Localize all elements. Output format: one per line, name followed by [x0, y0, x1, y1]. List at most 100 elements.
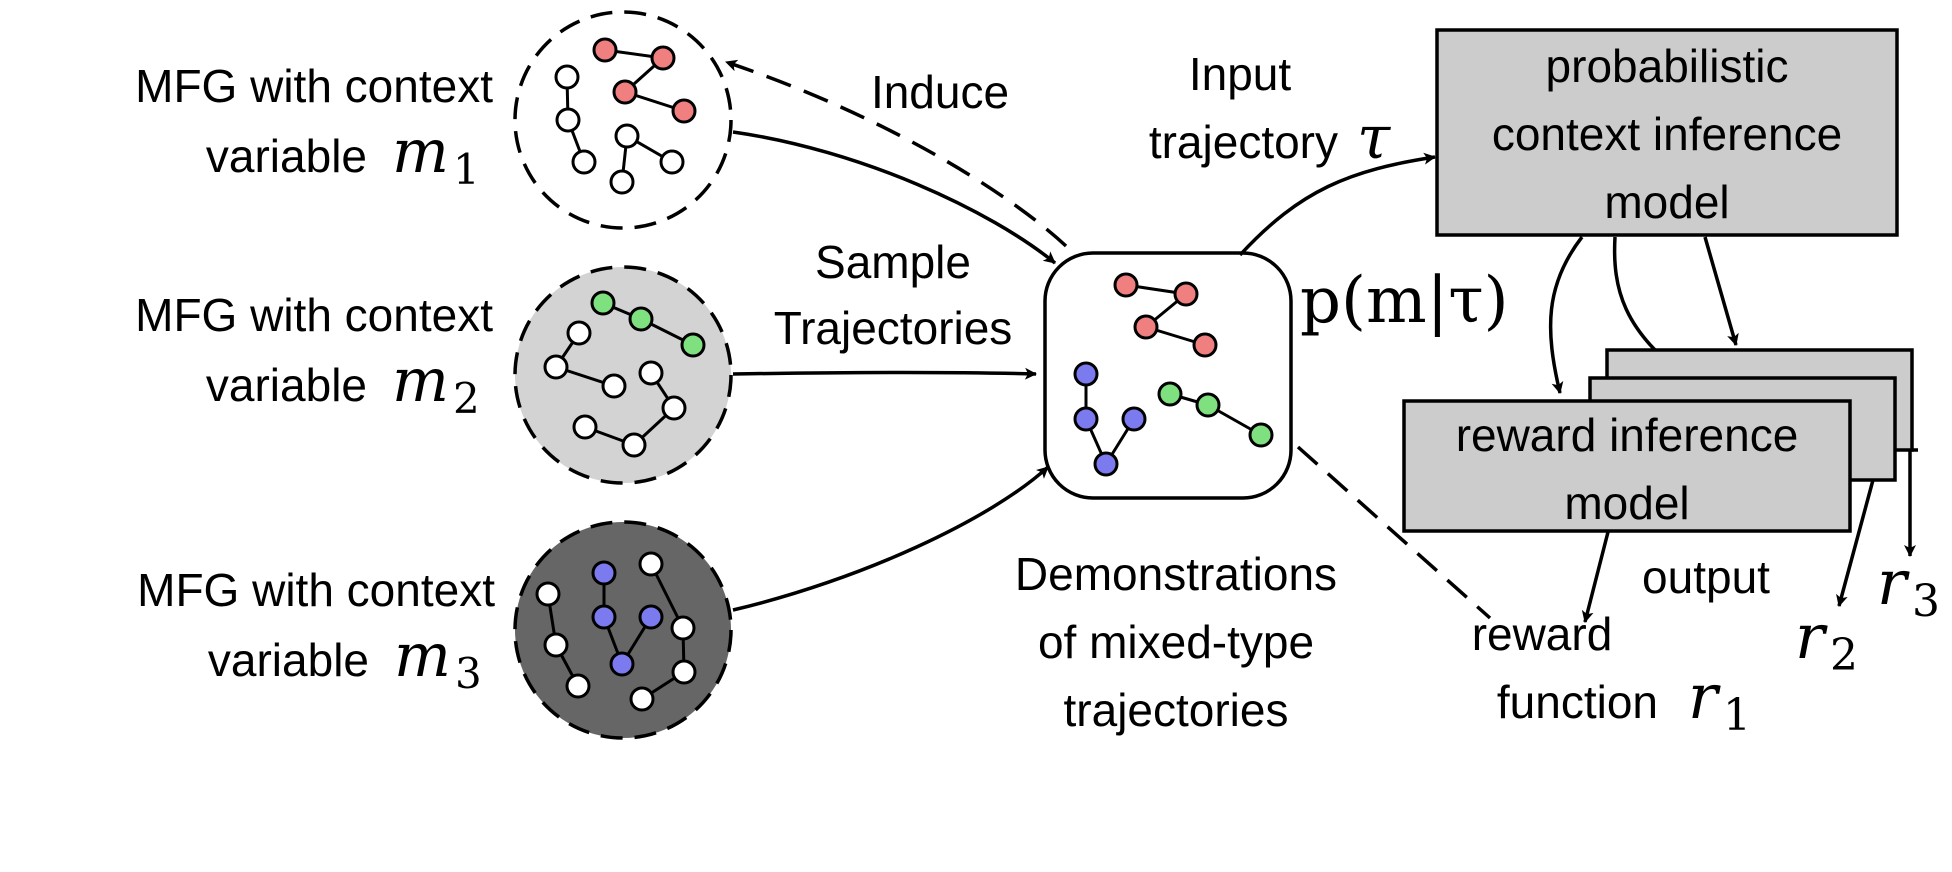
- red-node: [1192, 332, 1218, 358]
- sample-arrow-2: [732, 367, 1037, 380]
- red-node: [1173, 281, 1199, 307]
- red-node: [671, 98, 697, 124]
- reward-model-line2: model: [1564, 477, 1689, 529]
- reward-r3-sub: 3: [1912, 576, 1940, 627]
- reward-function-line1: reward: [1472, 608, 1613, 660]
- sample-arrow-1: [732, 130, 1057, 265]
- white-node: [555, 107, 581, 133]
- white-node: [629, 686, 655, 712]
- mfg-label-3-line1: MFG with context: [137, 564, 495, 616]
- reward-r2-var: r: [1795, 600, 1828, 673]
- posterior-arrow-3: [1703, 236, 1739, 346]
- white-node: [638, 551, 664, 577]
- mfg-group-1-nodes: [554, 37, 697, 195]
- sample-label-line2: Trajectories: [774, 302, 1013, 354]
- white-node: [571, 149, 597, 175]
- mfg-label-1-sub: 1: [453, 145, 480, 194]
- mfg-label-1-line2: variable: [206, 130, 367, 182]
- mfg-label-2-line2: variable: [206, 359, 367, 411]
- context-inference-model-box: [1435, 28, 1899, 237]
- mfg-label-3-sub: 3: [455, 649, 482, 698]
- demonstrations-caption-line3: trajectories: [1064, 684, 1289, 736]
- white-node: [566, 320, 592, 346]
- mfg-label-3-line2: variable: [208, 634, 369, 686]
- posterior-arrow-1: [1548, 235, 1584, 394]
- posterior-label: p(m|τ): [1300, 264, 1509, 338]
- mfg-group-2-nodes: [543, 290, 706, 458]
- input-trajectory-arrow: [1238, 152, 1436, 257]
- white-node: [601, 373, 627, 399]
- input-label-line1: Input: [1189, 48, 1292, 100]
- mfg-label-1: MFG with context variable m 1: [135, 60, 493, 194]
- white-node: [543, 354, 569, 380]
- white-node: [543, 632, 569, 658]
- induce-arrow: [725, 59, 1068, 248]
- green-node: [1248, 422, 1274, 448]
- mfg-label-3: MFG with context variable m 3: [137, 564, 495, 698]
- white-node: [671, 659, 697, 685]
- reward-model-line1: reward inference: [1456, 409, 1799, 461]
- white-node: [554, 64, 580, 90]
- output-arrow-r1: [1581, 531, 1610, 623]
- white-node: [621, 432, 647, 458]
- green-node: [1157, 381, 1183, 407]
- reward-inference-model-box: [1402, 399, 1852, 533]
- red-node: [612, 79, 638, 105]
- green-node: [1195, 392, 1221, 418]
- reward-r2-sub: 2: [1830, 630, 1858, 681]
- white-node: [609, 169, 635, 195]
- demo-to-reward-dashed: [1296, 445, 1492, 620]
- white-node: [659, 149, 685, 175]
- reward-r3-label: r 3: [1877, 546, 1940, 627]
- red-node: [592, 37, 618, 63]
- output-label: output: [1642, 551, 1770, 603]
- demonstrations-caption-line2: of mixed-type: [1038, 616, 1314, 668]
- blue-node: [1073, 361, 1099, 387]
- output-arrow-r2: [1836, 479, 1875, 607]
- white-node: [565, 673, 591, 699]
- reward-function-label: reward function r 1: [1472, 608, 1751, 741]
- blue-node: [638, 604, 664, 630]
- green-node: [628, 306, 654, 332]
- green-node: [590, 290, 616, 316]
- red-node: [1133, 314, 1159, 340]
- sample-label-line1: Sample: [815, 236, 971, 288]
- red-node: [1113, 272, 1139, 298]
- white-node: [638, 360, 664, 386]
- mfg-group-3-circle: [513, 520, 733, 740]
- mfg-label-1-var: m: [392, 117, 449, 187]
- context-model-line2: context inference: [1492, 108, 1842, 160]
- demonstrations-caption-line1: Demonstrations: [1015, 548, 1337, 600]
- reward-r2-label: r 2: [1795, 600, 1858, 681]
- demonstrations-box: [1043, 251, 1293, 500]
- mfg-label-1-line1: MFG with context: [135, 60, 493, 112]
- blue-node: [1093, 451, 1119, 477]
- input-label-line2: trajectory: [1149, 116, 1338, 168]
- reward-r3-var: r: [1877, 546, 1910, 619]
- mfg-label-3-var: m: [394, 621, 451, 691]
- blue-node: [609, 651, 635, 677]
- mfg-label-2-line1: MFG with context: [135, 289, 493, 341]
- reward-function-line2: function: [1497, 676, 1658, 728]
- sample-arrow-3: [732, 465, 1050, 612]
- blue-node: [591, 604, 617, 630]
- green-node: [680, 332, 706, 358]
- demonstrations-nodes: [1073, 272, 1274, 477]
- context-model-line1: probabilistic: [1546, 40, 1789, 92]
- blue-node: [1121, 406, 1147, 432]
- blue-node: [1073, 406, 1099, 432]
- white-node: [535, 581, 561, 607]
- white-node: [670, 615, 696, 641]
- context-model-line3: model: [1604, 176, 1729, 228]
- red-node: [650, 45, 676, 71]
- white-node: [661, 395, 687, 421]
- induce-label: Induce: [871, 66, 1009, 118]
- reward-function-var: r: [1688, 660, 1721, 733]
- mfg-group-3-nodes: [535, 551, 697, 712]
- white-node: [614, 123, 640, 149]
- tau-symbol: τ: [1357, 103, 1391, 173]
- white-node: [572, 414, 598, 440]
- mfg-label-2: MFG with context variable m 2: [135, 289, 493, 423]
